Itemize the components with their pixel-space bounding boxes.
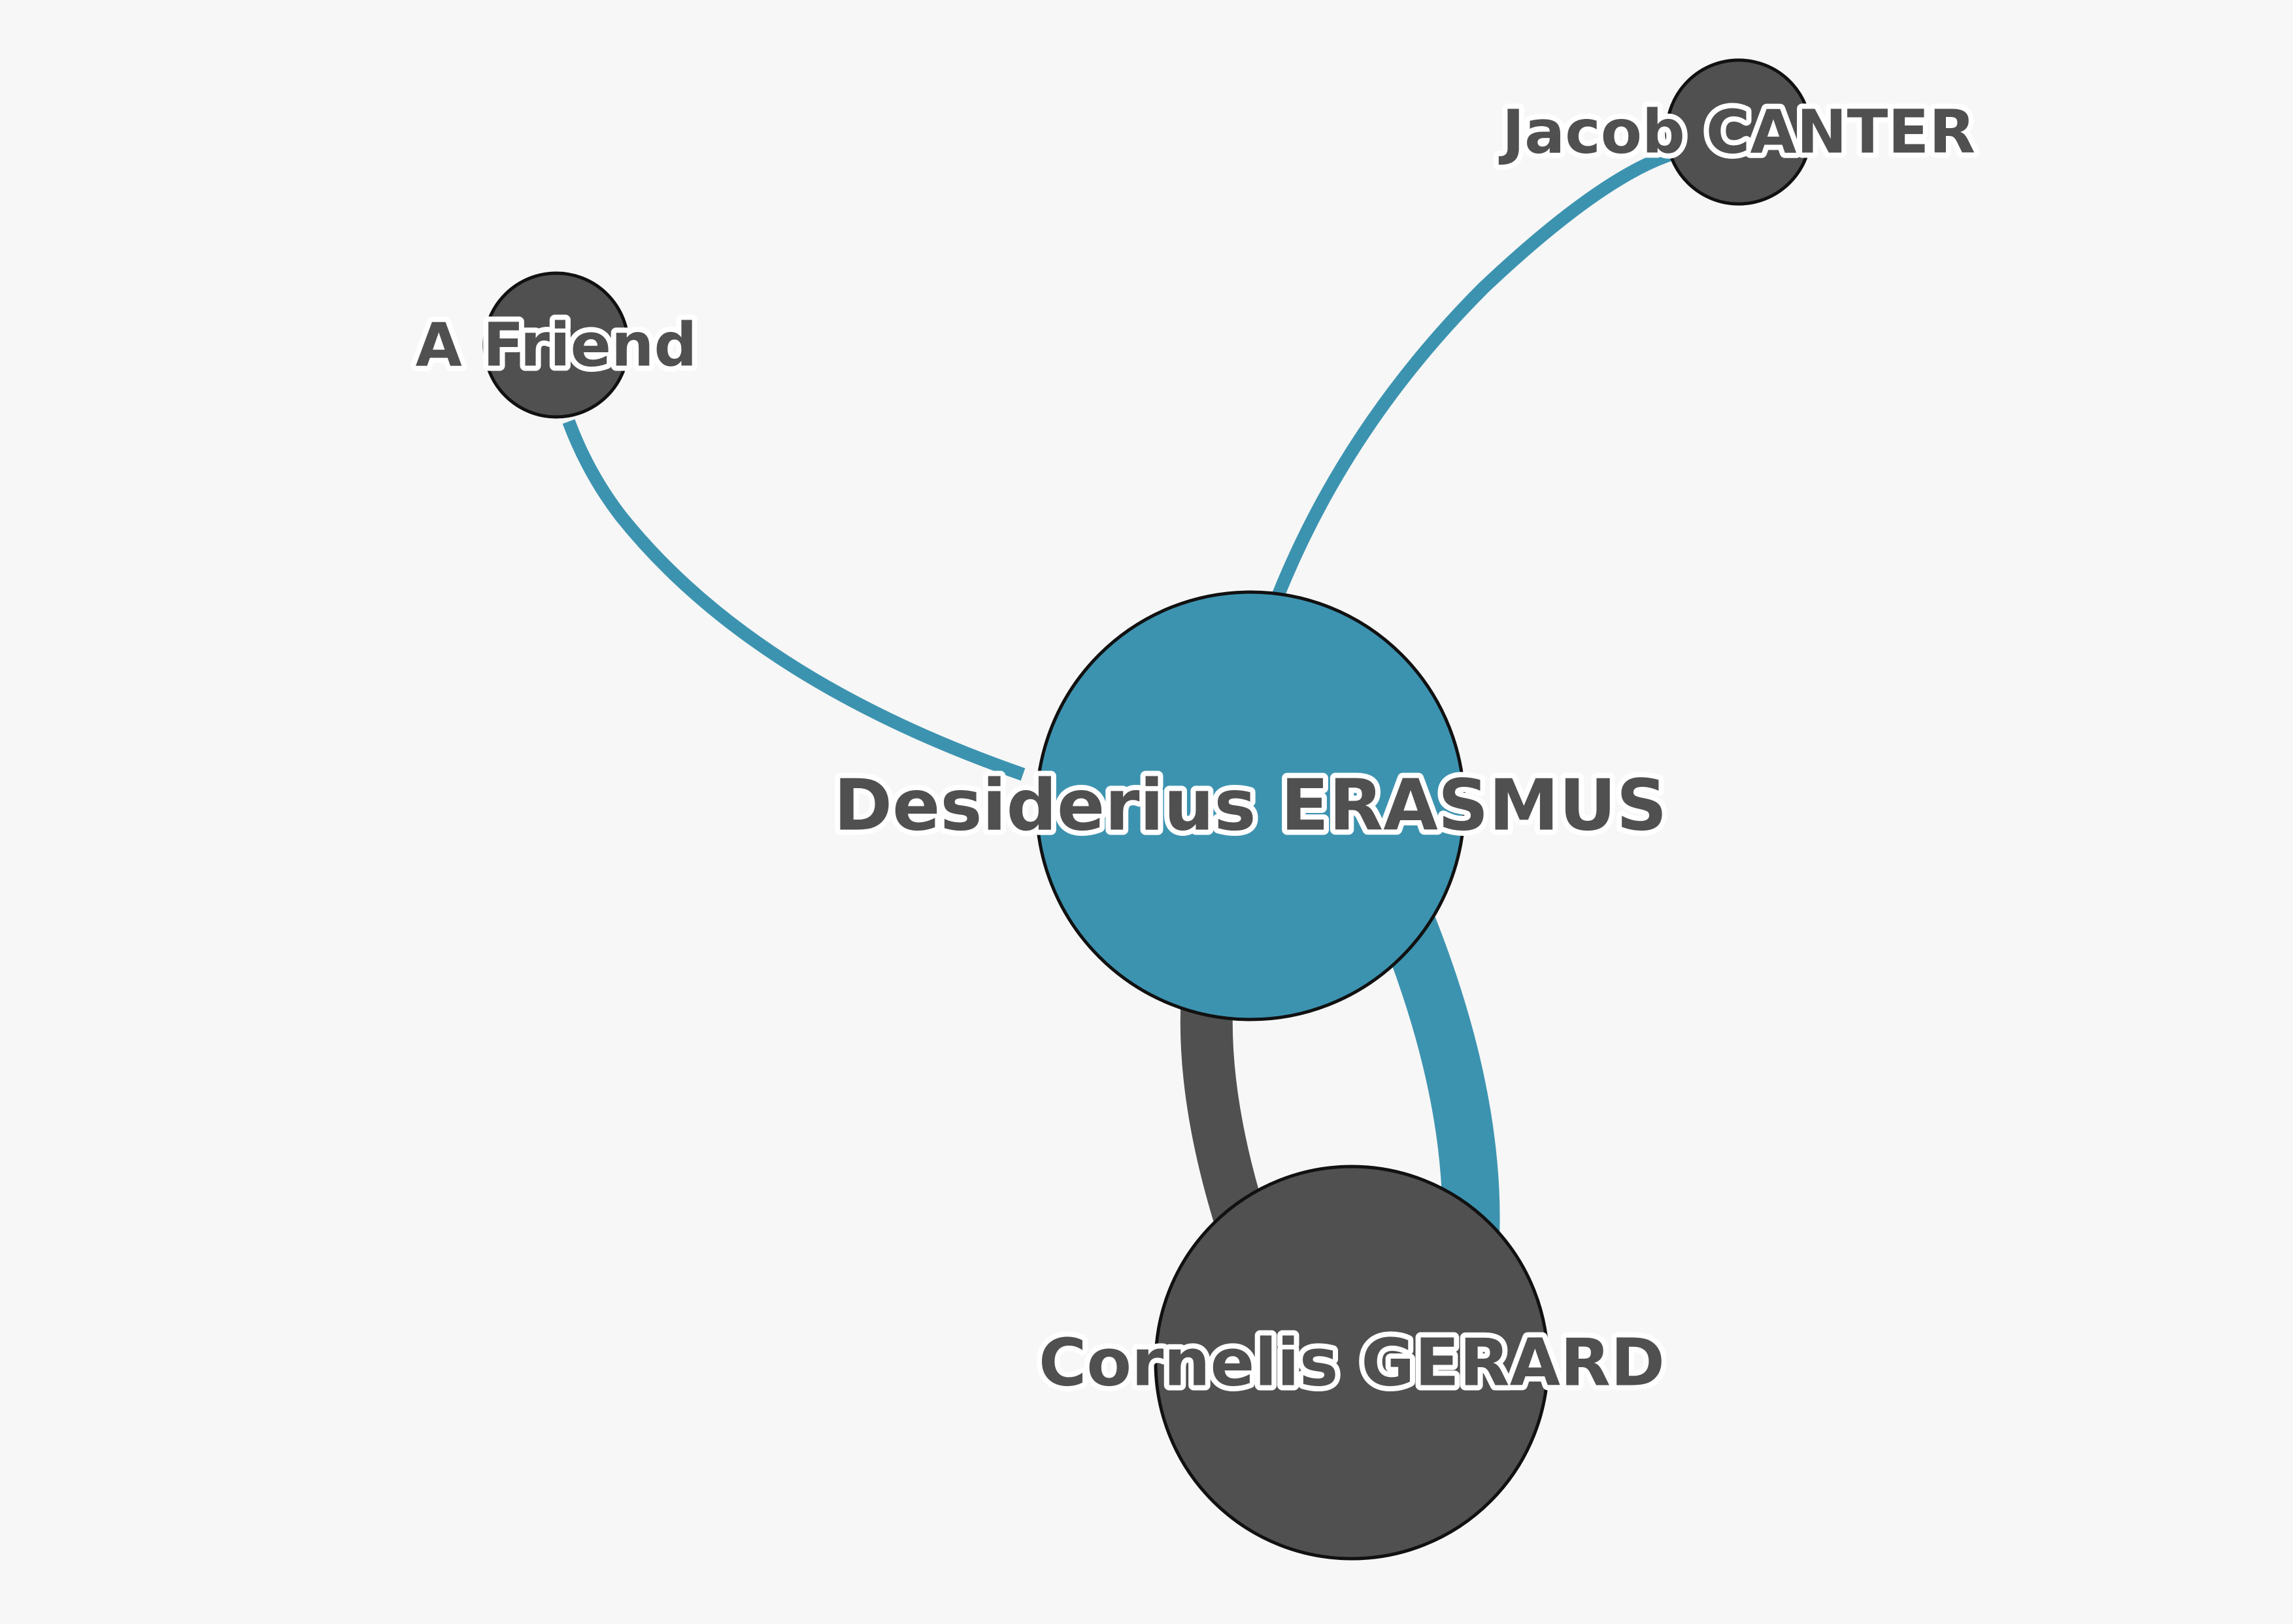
nodes-layer bbox=[482, 58, 1813, 1561]
edge-erasmus-to-friend bbox=[562, 419, 1026, 781]
node-erasmus[interactable] bbox=[1035, 590, 1466, 1021]
node-friend[interactable] bbox=[482, 271, 630, 419]
node-label-erasmus: Desiderius ERASMUS bbox=[833, 765, 1667, 847]
node-label-friend: A Friend bbox=[416, 310, 697, 380]
node-canter[interactable] bbox=[1665, 58, 1813, 206]
edge-erasmus-to-canter bbox=[1271, 147, 1676, 599]
node-label-canter: Jacob CANTER bbox=[1498, 97, 1975, 167]
labels-layer: Desiderius ERASMUS Cornelis GERARD A Fri… bbox=[410, 92, 1981, 1406]
node-gerard[interactable] bbox=[1154, 1165, 1550, 1561]
node-label-gerard: Cornelis GERARD bbox=[1039, 1325, 1665, 1401]
